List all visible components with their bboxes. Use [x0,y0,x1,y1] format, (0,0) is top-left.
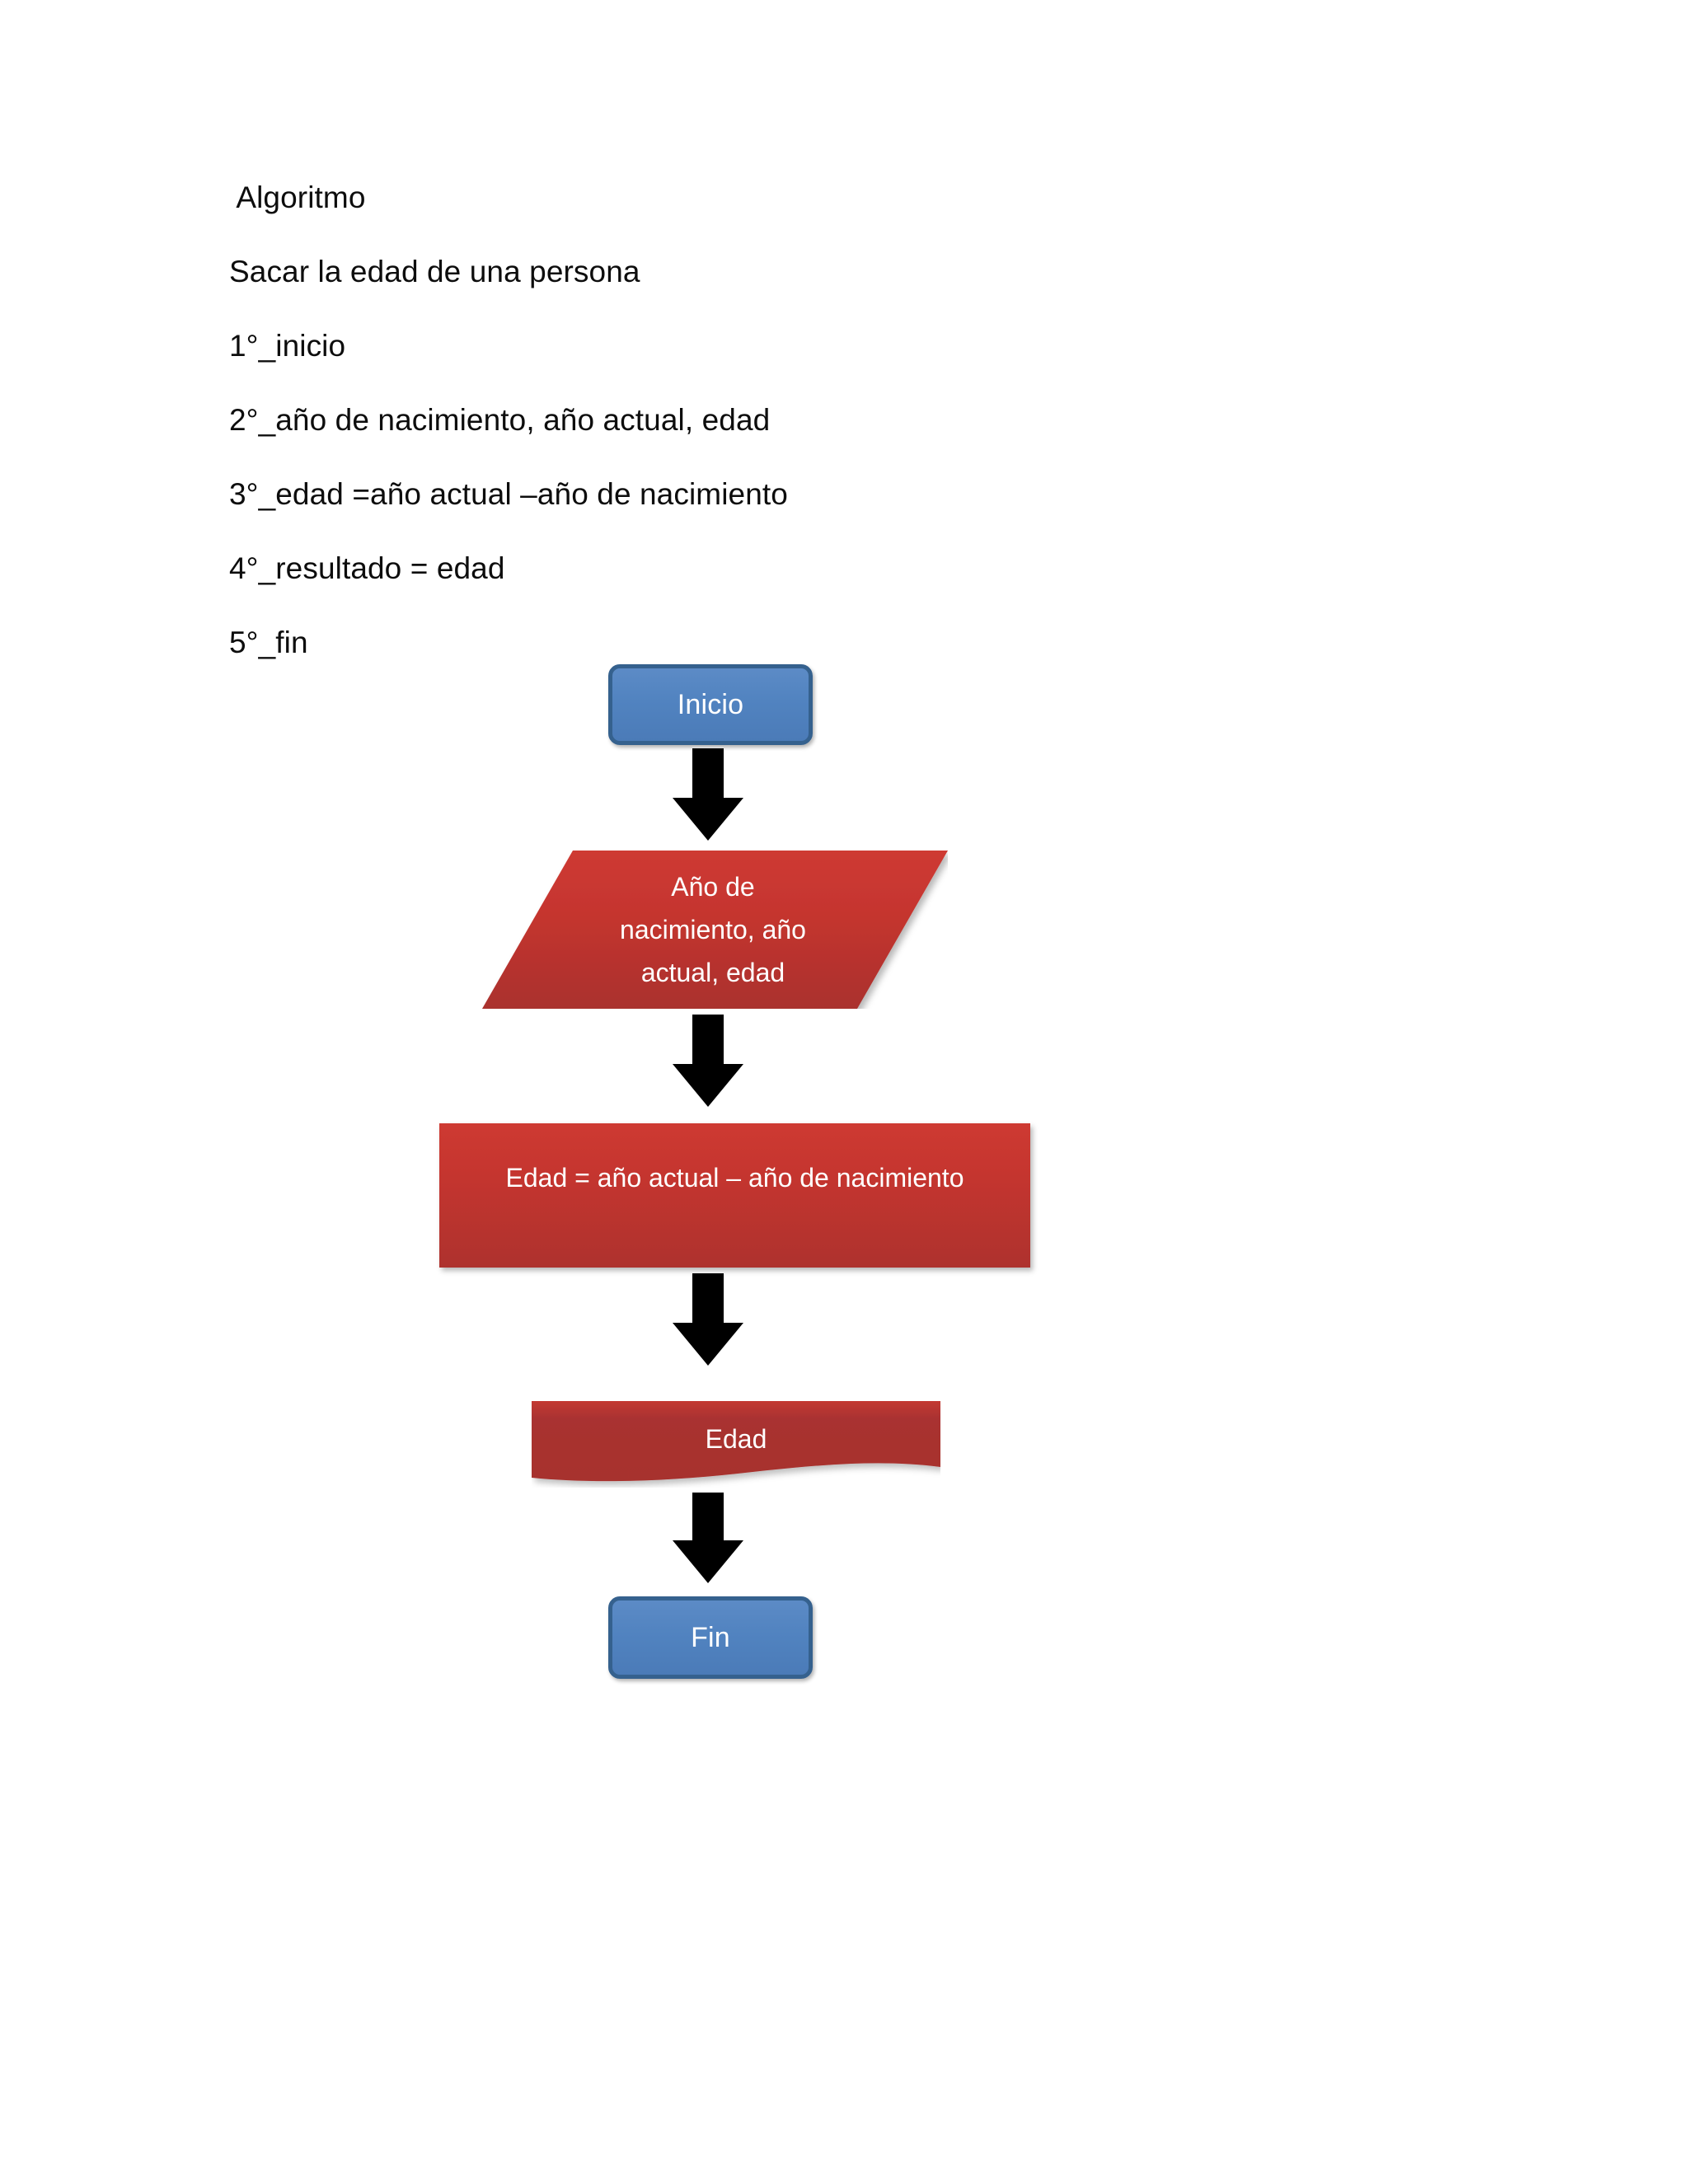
flowchart-node-fin-label: Fin [691,1621,730,1653]
flowchart-node-salida-label: Edad [705,1424,767,1454]
flowchart-node-entrada[interactable]: Año de nacimiento, año actual, edad [482,851,948,1009]
entrada-label-line-1: Año de [671,872,755,902]
entrada-label-line-3: actual, edad [640,958,785,987]
algorithm-line-title: Algoritmo [229,180,366,214]
flowchart-node-salida[interactable]: Edad [532,1401,940,1488]
flowchart-node-fin[interactable]: Fin [608,1596,813,1679]
algorithm-line-step-4: 4°_resultado = edad [229,551,505,585]
algorithm-line-step-2: 2°_año de nacimiento, año actual, edad [229,403,771,437]
flowchart-node-proceso-label: Edad = año actual – año de nacimiento [505,1163,964,1193]
flowchart-node-proceso[interactable]: Edad = año actual – año de nacimiento [439,1123,1030,1268]
flow-arrow-salida-to-fin [673,1493,743,1583]
flowchart-node-entrada-label: Año de nacimiento, año actual, edad [589,865,837,994]
algorithm-line-step-5: 5°_fin [229,626,308,659]
flow-arrow-entrada-to-proceso [673,1015,743,1107]
flowchart-node-inicio-label: Inicio [677,688,744,720]
algorithm-line-goal: Sacar la edad de una persona [229,255,640,288]
flow-arrow-proceso-to-salida [673,1273,743,1366]
entrada-label-line-2: nacimiento, año [620,915,806,944]
algorithm-line-step-1: 1°_inicio [229,329,346,363]
flow-arrow-inicio-to-entrada [673,748,743,841]
flowchart-node-inicio[interactable]: Inicio [608,664,813,745]
algorithm-line-step-3: 3°_edad =año actual –año de nacimiento [229,477,788,511]
algorithm-text-block: Algoritmo Sacar la edad de una persona 1… [229,181,1136,701]
